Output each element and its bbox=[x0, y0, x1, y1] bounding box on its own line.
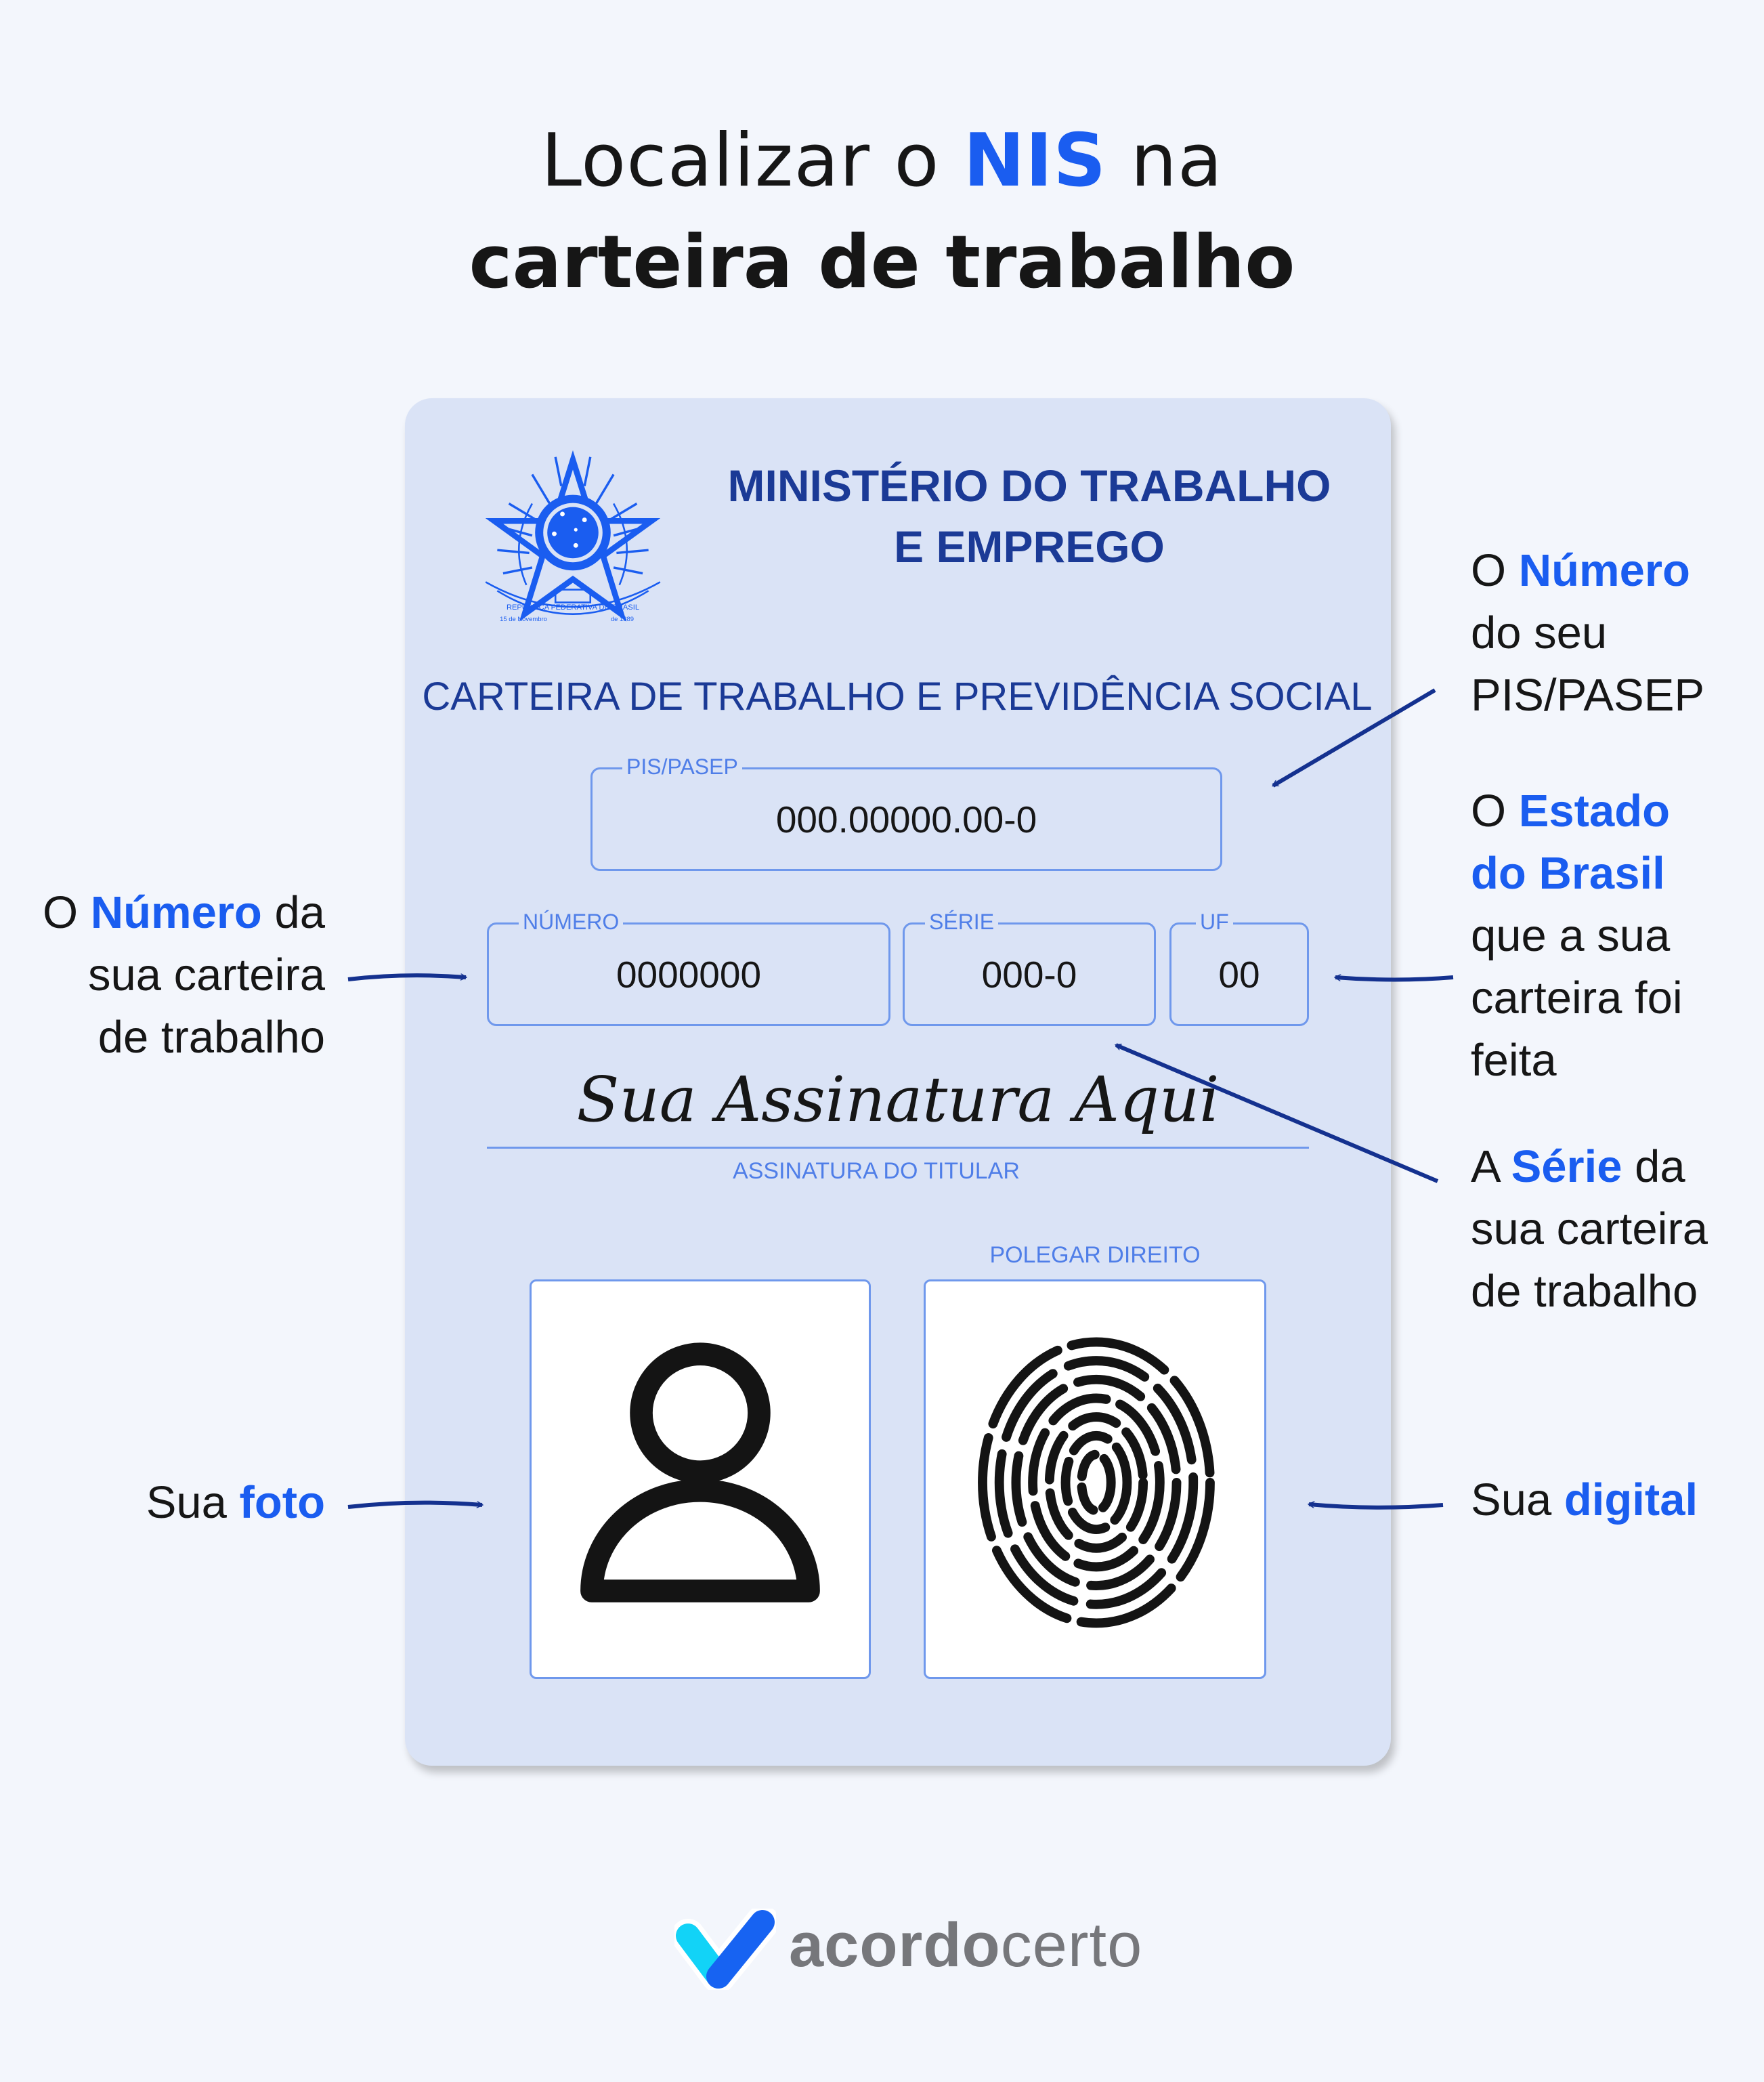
field-label: PIS/PASEP bbox=[622, 755, 742, 780]
arrow-icon bbox=[1116, 1043, 1439, 1183]
annotation-text: O bbox=[42, 887, 91, 938]
annotation-highlight: Número bbox=[90, 887, 262, 938]
title-highlight: NIS bbox=[963, 119, 1107, 203]
annotation-text: da bbox=[1622, 1141, 1685, 1192]
arrow-icon bbox=[1273, 688, 1436, 788]
numero-field: NÚMERO 0000000 bbox=[487, 910, 890, 1026]
annotation-estado: O Estado do Brasil que a sua carteira fo… bbox=[1471, 780, 1755, 1092]
annotation-text: feita bbox=[1471, 1035, 1557, 1086]
emblem-text: de 1889 bbox=[611, 616, 634, 623]
signature-label: ASSINATURA DO TITULAR bbox=[733, 1158, 1020, 1184]
arrow-icon bbox=[1309, 1504, 1444, 1510]
title-text: na bbox=[1106, 119, 1224, 203]
serie-field: SÉRIE 000-0 bbox=[903, 910, 1156, 1026]
annotation-digital: Sua digital bbox=[1471, 1469, 1755, 1531]
ministry-heading: MINISTÉRIO DO TRABALHO E EMPREGO bbox=[718, 455, 1341, 577]
annotation-highlight: Estado bbox=[1518, 786, 1671, 836]
annotation-text: A bbox=[1471, 1141, 1511, 1192]
uf-field: UF 00 bbox=[1169, 910, 1309, 1026]
brand-name: acordocerto bbox=[789, 1910, 1142, 1981]
acordocerto-logo-icon bbox=[674, 1909, 776, 1990]
fingerprint-box bbox=[924, 1279, 1266, 1679]
page-title-line1: Localizar o NIS na bbox=[0, 119, 1764, 203]
annotation-highlight: Série bbox=[1511, 1141, 1622, 1192]
document-title: CARTEIRA DE TRABALHO E PREVIDÊNCIA SOCIA… bbox=[422, 675, 1373, 719]
annotation-text: de trabalho bbox=[98, 1012, 325, 1063]
signature: Sua Assinatura Aqui bbox=[576, 1063, 1220, 1136]
page-title-line2: carteira de trabalho bbox=[469, 220, 1295, 305]
annotation-highlight: digital bbox=[1564, 1474, 1698, 1525]
annotation-foto: Sua foto bbox=[14, 1472, 325, 1534]
field-value: 0000000 bbox=[616, 953, 762, 996]
annotation-text: O bbox=[1471, 786, 1519, 836]
annotation-highlight: foto bbox=[239, 1477, 325, 1528]
annotation-text: O bbox=[1471, 545, 1519, 596]
annotation-text: Sua bbox=[1471, 1474, 1564, 1525]
annotation-text: da bbox=[261, 887, 325, 938]
annotation-highlight: Número bbox=[1518, 545, 1690, 596]
annotation-text: de trabalho bbox=[1471, 1266, 1698, 1317]
annotation-highlight: do Brasil bbox=[1471, 848, 1665, 899]
field-value: 000-0 bbox=[981, 953, 1077, 996]
arrow-icon bbox=[1335, 977, 1454, 982]
annotation-text: do seu bbox=[1471, 608, 1608, 658]
annotation-text: carteira foi bbox=[1471, 973, 1683, 1023]
annotation-pis: O Número do seu PIS/PASEP bbox=[1471, 540, 1755, 727]
annotation-text: que a sua bbox=[1471, 910, 1671, 961]
person-icon bbox=[580, 1342, 820, 1602]
field-label: SÉRIE bbox=[925, 910, 999, 935]
emblem-text: 15 de Novembro bbox=[500, 616, 547, 623]
photo-box bbox=[530, 1279, 871, 1679]
annotation-numero-carteira: O Número da sua carteira de trabalho bbox=[14, 882, 325, 1069]
signature-line bbox=[487, 1147, 1309, 1149]
pis-pasep-field: PIS/PASEP 000.00000.00-0 bbox=[590, 755, 1222, 871]
annotation-text: sua carteira bbox=[1471, 1204, 1708, 1254]
thumb-label: POLEGAR DIREITO bbox=[989, 1242, 1201, 1268]
arrow-icon bbox=[347, 1500, 482, 1509]
field-label: UF bbox=[1196, 910, 1233, 935]
annotation-text: PIS/PASEP bbox=[1471, 670, 1705, 721]
annotation-serie: A Série da sua carteira de trabalho bbox=[1471, 1136, 1755, 1323]
ministry-line1: MINISTÉRIO DO TRABALHO bbox=[727, 461, 1331, 511]
annotation-text: sua carteira bbox=[87, 950, 325, 1000]
arrow-icon bbox=[347, 973, 466, 981]
field-label: NÚMERO bbox=[519, 910, 624, 935]
brand-name-bold: acordo bbox=[789, 1911, 1001, 1980]
emblem-text: REPUBLICA FEDERATIVA DO BRASIL bbox=[507, 603, 639, 612]
annotation-text: Sua bbox=[146, 1477, 240, 1528]
field-value: 00 bbox=[1218, 953, 1260, 996]
coat-of-arms-icon: REPUBLICA FEDERATIVA DO BRASIL 15 de Nov… bbox=[485, 450, 661, 623]
ministry-line2: E EMPREGO bbox=[894, 522, 1165, 572]
title-text: Localizar o bbox=[540, 119, 964, 203]
field-value: 000.00000.00-0 bbox=[775, 798, 1037, 841]
fingerprint-icon bbox=[978, 1337, 1215, 1628]
brand-name-light: certo bbox=[1000, 1911, 1143, 1980]
